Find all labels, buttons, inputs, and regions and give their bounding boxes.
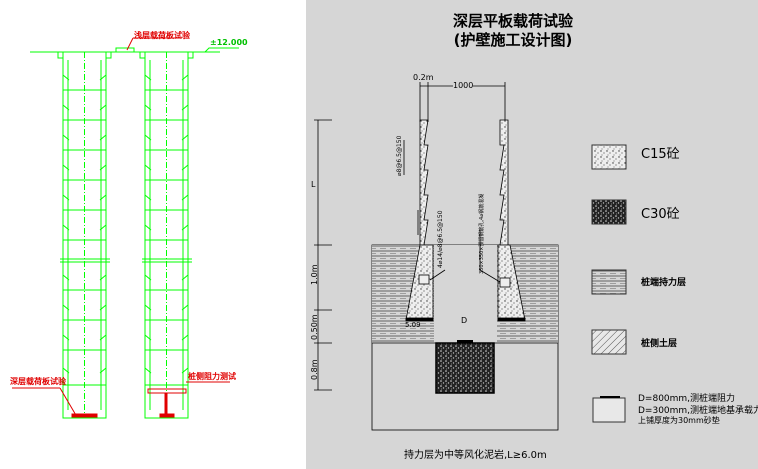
dim-050: 0.50m [310, 314, 319, 340]
rebar-note-3: 350×350×预留钢筋孔,4⌀钢筋混凝 [479, 193, 485, 274]
label-shallow-test: 浅层载荷板试验 [134, 31, 190, 40]
red-annotations [12, 37, 230, 418]
dim-08: 0.8m [310, 359, 319, 380]
legend-swatch-side-soil [591, 329, 627, 355]
rebar-note-1: ⌀8@6.5@150 [396, 135, 403, 176]
elevation-label: ±12.000 [210, 38, 248, 47]
legend-label-bearing-layer: 桩端持力层 [641, 278, 687, 288]
legend-label-side-soil: 桩侧土层 [641, 339, 678, 349]
legend-label-c15: C15砼 [641, 147, 680, 162]
legend-swatch-c15 [591, 144, 627, 170]
soil-block [371, 244, 559, 431]
plate-note-1: D=800mm,测桩端阻力 [638, 394, 736, 404]
dim-small: 5.09 [405, 321, 421, 329]
pile-right [139, 51, 194, 419]
left-pile-elevation [30, 47, 239, 419]
plate-note-3: 上铺厚度为30mm砂垫 [638, 416, 720, 425]
dim-L: L [311, 180, 316, 189]
rebar-note-2: 4⌀14/⌀8@6.5@150 [437, 210, 444, 268]
plate-note-2: D=300mm,测桩端地基承载力 [638, 406, 758, 416]
label-deep-test: 深层载荷板试验 [10, 377, 66, 386]
retaining-walls [403, 119, 526, 322]
pile-left [57, 51, 112, 419]
dim-1m: 1.0m [310, 264, 319, 285]
legend-swatch-plate [592, 397, 626, 423]
c30-bearing-block [435, 342, 495, 394]
legend-swatch-bearing-layer [591, 269, 627, 295]
dim-wall: 0.2m [413, 73, 434, 82]
legend-label-c30: C30砼 [641, 207, 680, 222]
dim-width: 1000 [453, 81, 474, 90]
title-line1: 深层平板载荷试验 [452, 12, 573, 30]
title-line2: (护壁施工设计图) [453, 31, 573, 49]
label-side-resistance: 桩侧阻力测试 [188, 372, 236, 381]
legend-swatch-c30 [591, 199, 627, 225]
load-plate [457, 340, 473, 343]
dim-D: D [461, 316, 468, 325]
footer-note: 持力层为中等风化泥岩,L≥6.0m [404, 450, 547, 461]
